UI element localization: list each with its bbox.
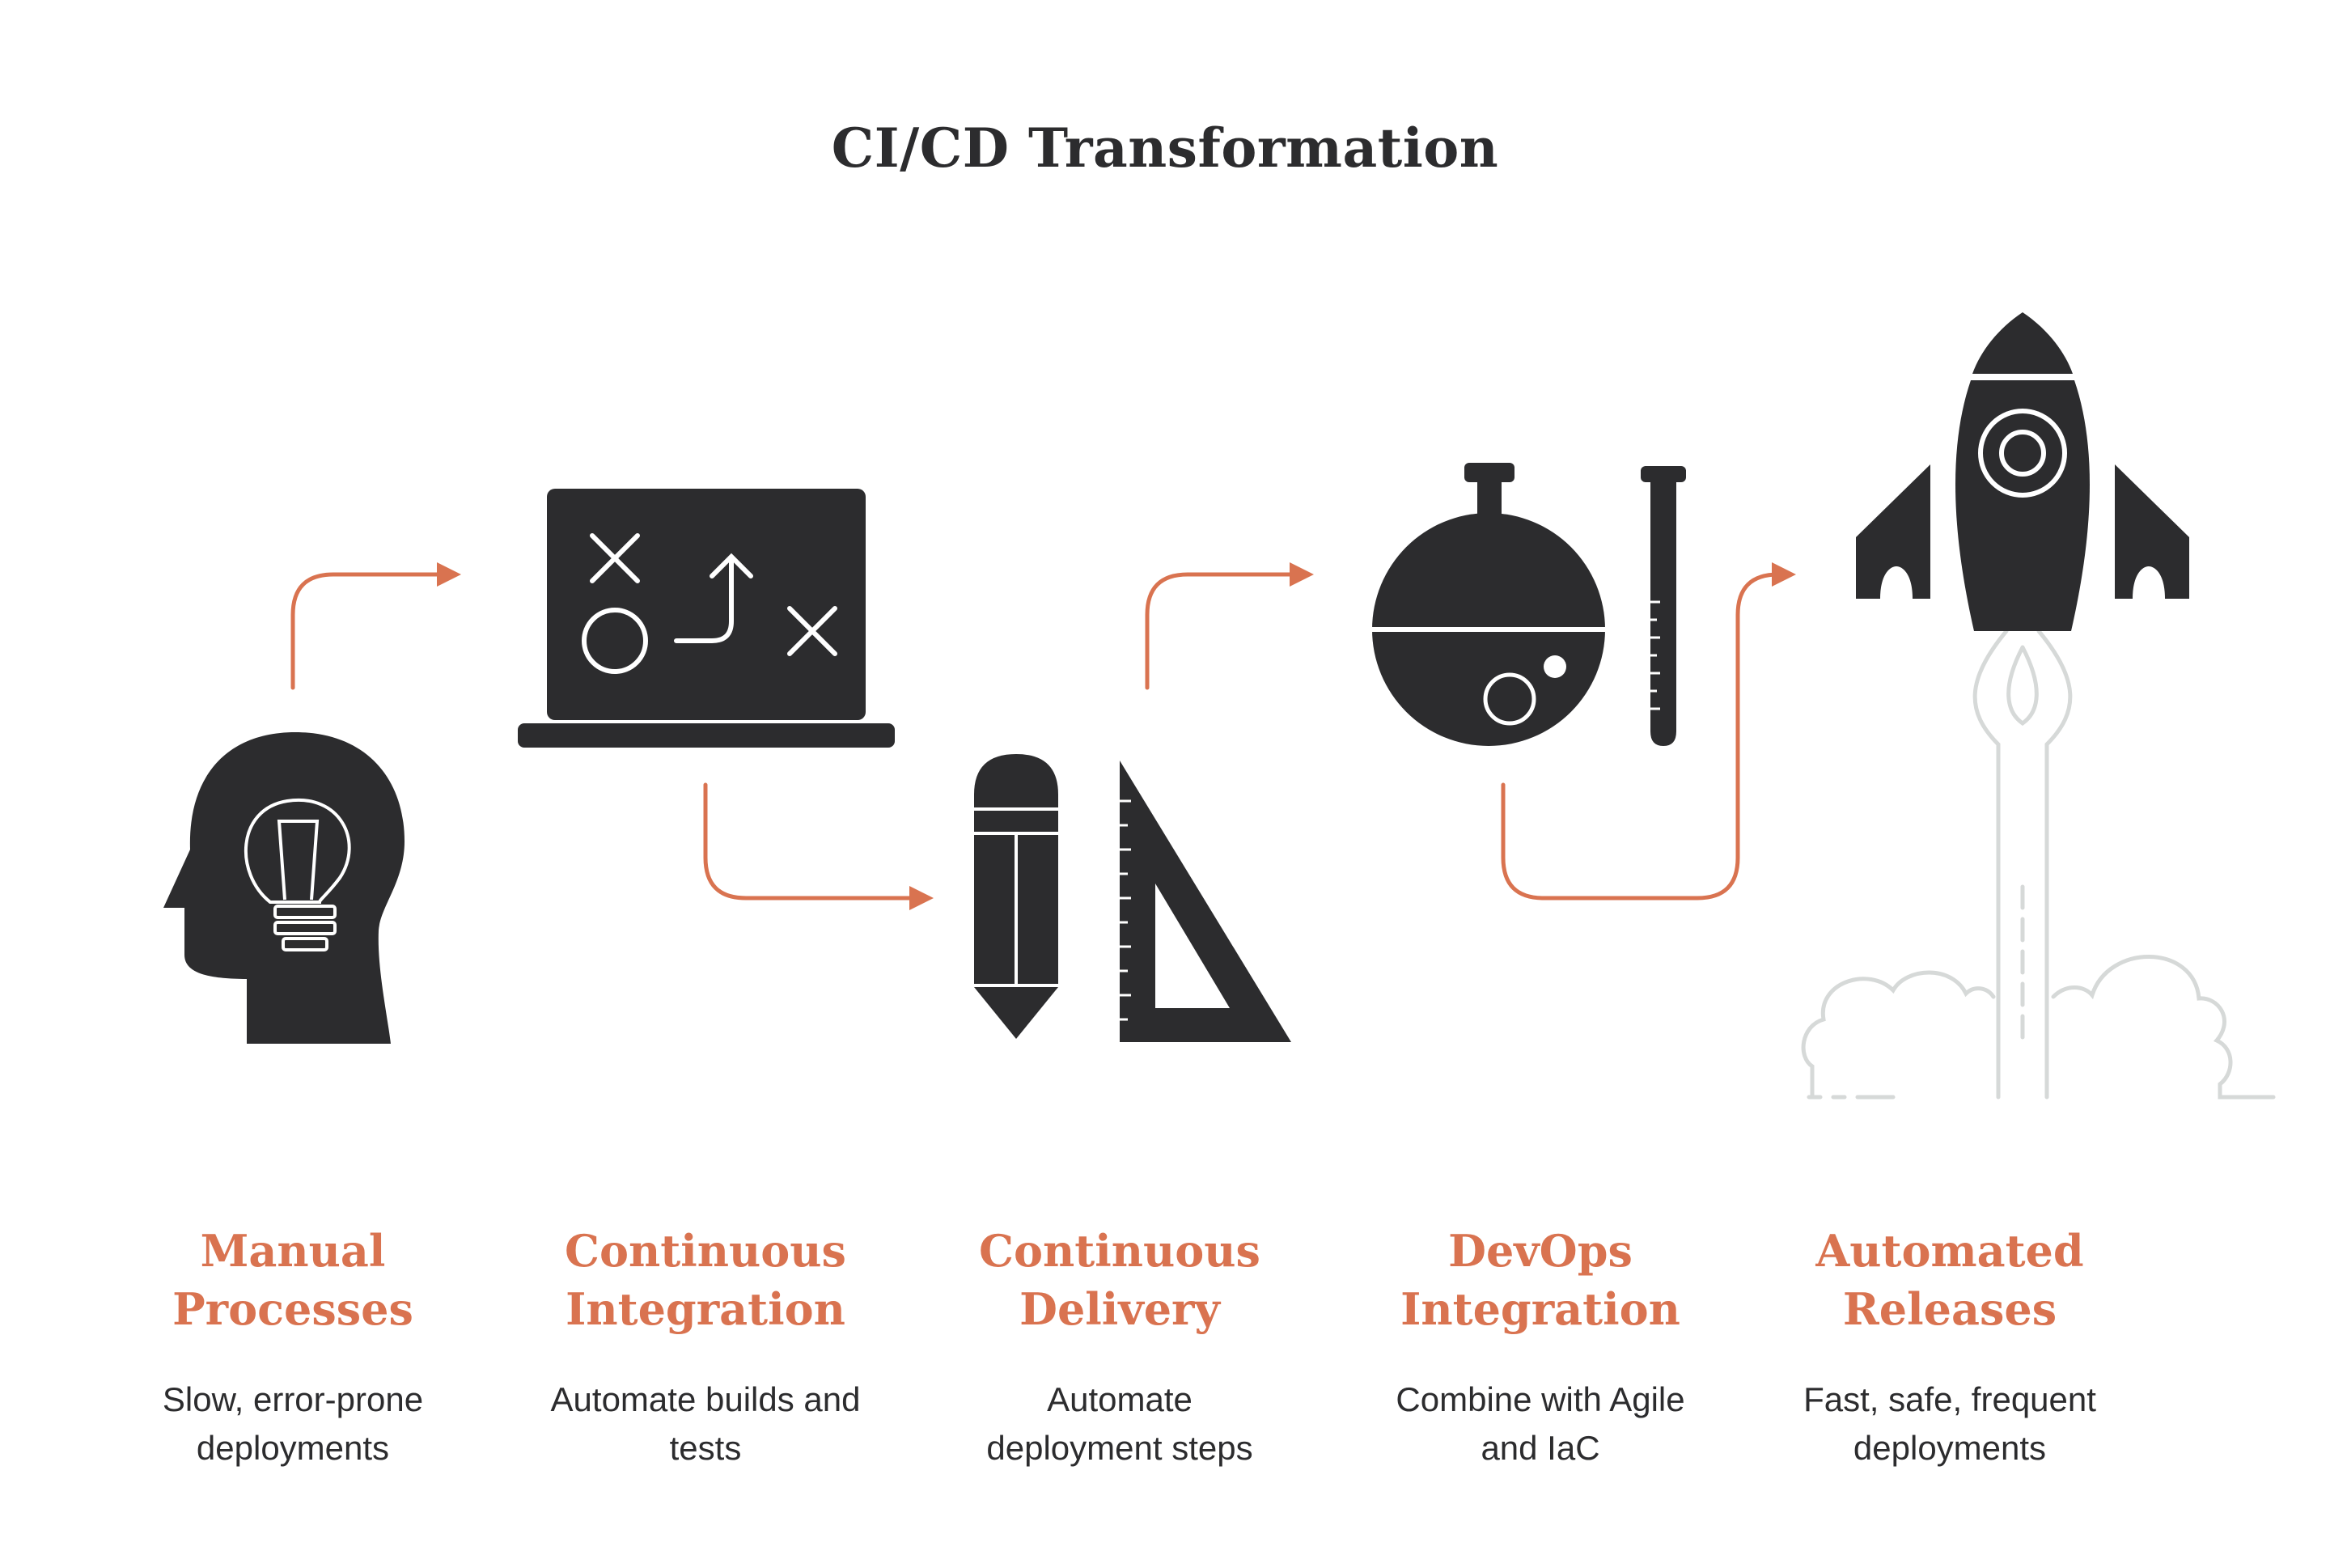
stage-5-title-line-2: Releases [1842,1283,2057,1335]
stage-3-title-line-2: Delivery [1019,1283,1220,1335]
stage-2-title: Continuous Integration [495,1222,916,1338]
stage-4-title: DevOps Integration [1330,1222,1751,1338]
stage-2-title-line-2: Integration [566,1283,845,1335]
stage-3-title: Continuous Delivery [909,1222,1330,1338]
stage-1-desc-line-2: deployments [196,1429,390,1467]
stage-3-desc-line-2: deployment steps [986,1429,1253,1467]
stage-1-title-line-1: Manual [200,1225,386,1277]
stage-3-desc-line-1: Automate [1047,1380,1193,1418]
arrow-cd-to-devops [1145,562,1314,690]
stage-4-desc-line-2: and IaC [1481,1429,1600,1467]
stage-2-description: Automate builds and tests [495,1375,916,1473]
head-lightbulb-icon [163,732,405,1044]
stage-4-desc-line-1: Combine with Agile [1396,1380,1685,1418]
stage-5-description: Fast, safe, frequent deployments [1739,1375,2160,1473]
stage-5-title-line-1: Automated [1815,1225,2084,1277]
arrow-ci-to-cd [703,782,934,910]
stage-1-description: Slow, error-prone deployments [83,1375,503,1473]
strategy-board-icon [518,489,895,748]
stage-2-title-line-1: Continuous [565,1225,846,1277]
stage-5-desc-line-1: Fast, safe, frequent [1803,1380,2096,1418]
stage-2-desc-line-1: Automate builds and [550,1380,861,1418]
flask-test-tube-icon [1372,463,1686,746]
stage-1-title: Manual Processes [83,1222,503,1338]
stage-4-title-line-2: Integration [1400,1283,1680,1335]
arrow-devops-to-release [1501,562,1796,901]
stage-2-desc-line-2: tests [669,1429,742,1467]
stage-1-title-line-2: Processes [172,1283,413,1335]
diagram-title: CI/CD Transformation [831,117,1499,180]
stage-4-description: Combine with Agile and IaC [1330,1375,1751,1473]
rocket-launch-icon [1801,312,2276,1100]
stage-1-desc-line-1: Slow, error-prone [162,1380,424,1418]
stage-5-title: Automated Releases [1739,1222,2160,1338]
stage-5-desc-line-2: deployments [1853,1429,2047,1467]
stage-3-title-line-1: Continuous [979,1225,1260,1277]
pencil-ruler-icon [974,754,1291,1042]
stage-3-description: Automate deployment steps [909,1375,1330,1473]
arrow-manual-to-ci [290,562,461,690]
stage-4-title-line-1: DevOps [1448,1225,1633,1277]
flow-arrows [290,562,1796,910]
